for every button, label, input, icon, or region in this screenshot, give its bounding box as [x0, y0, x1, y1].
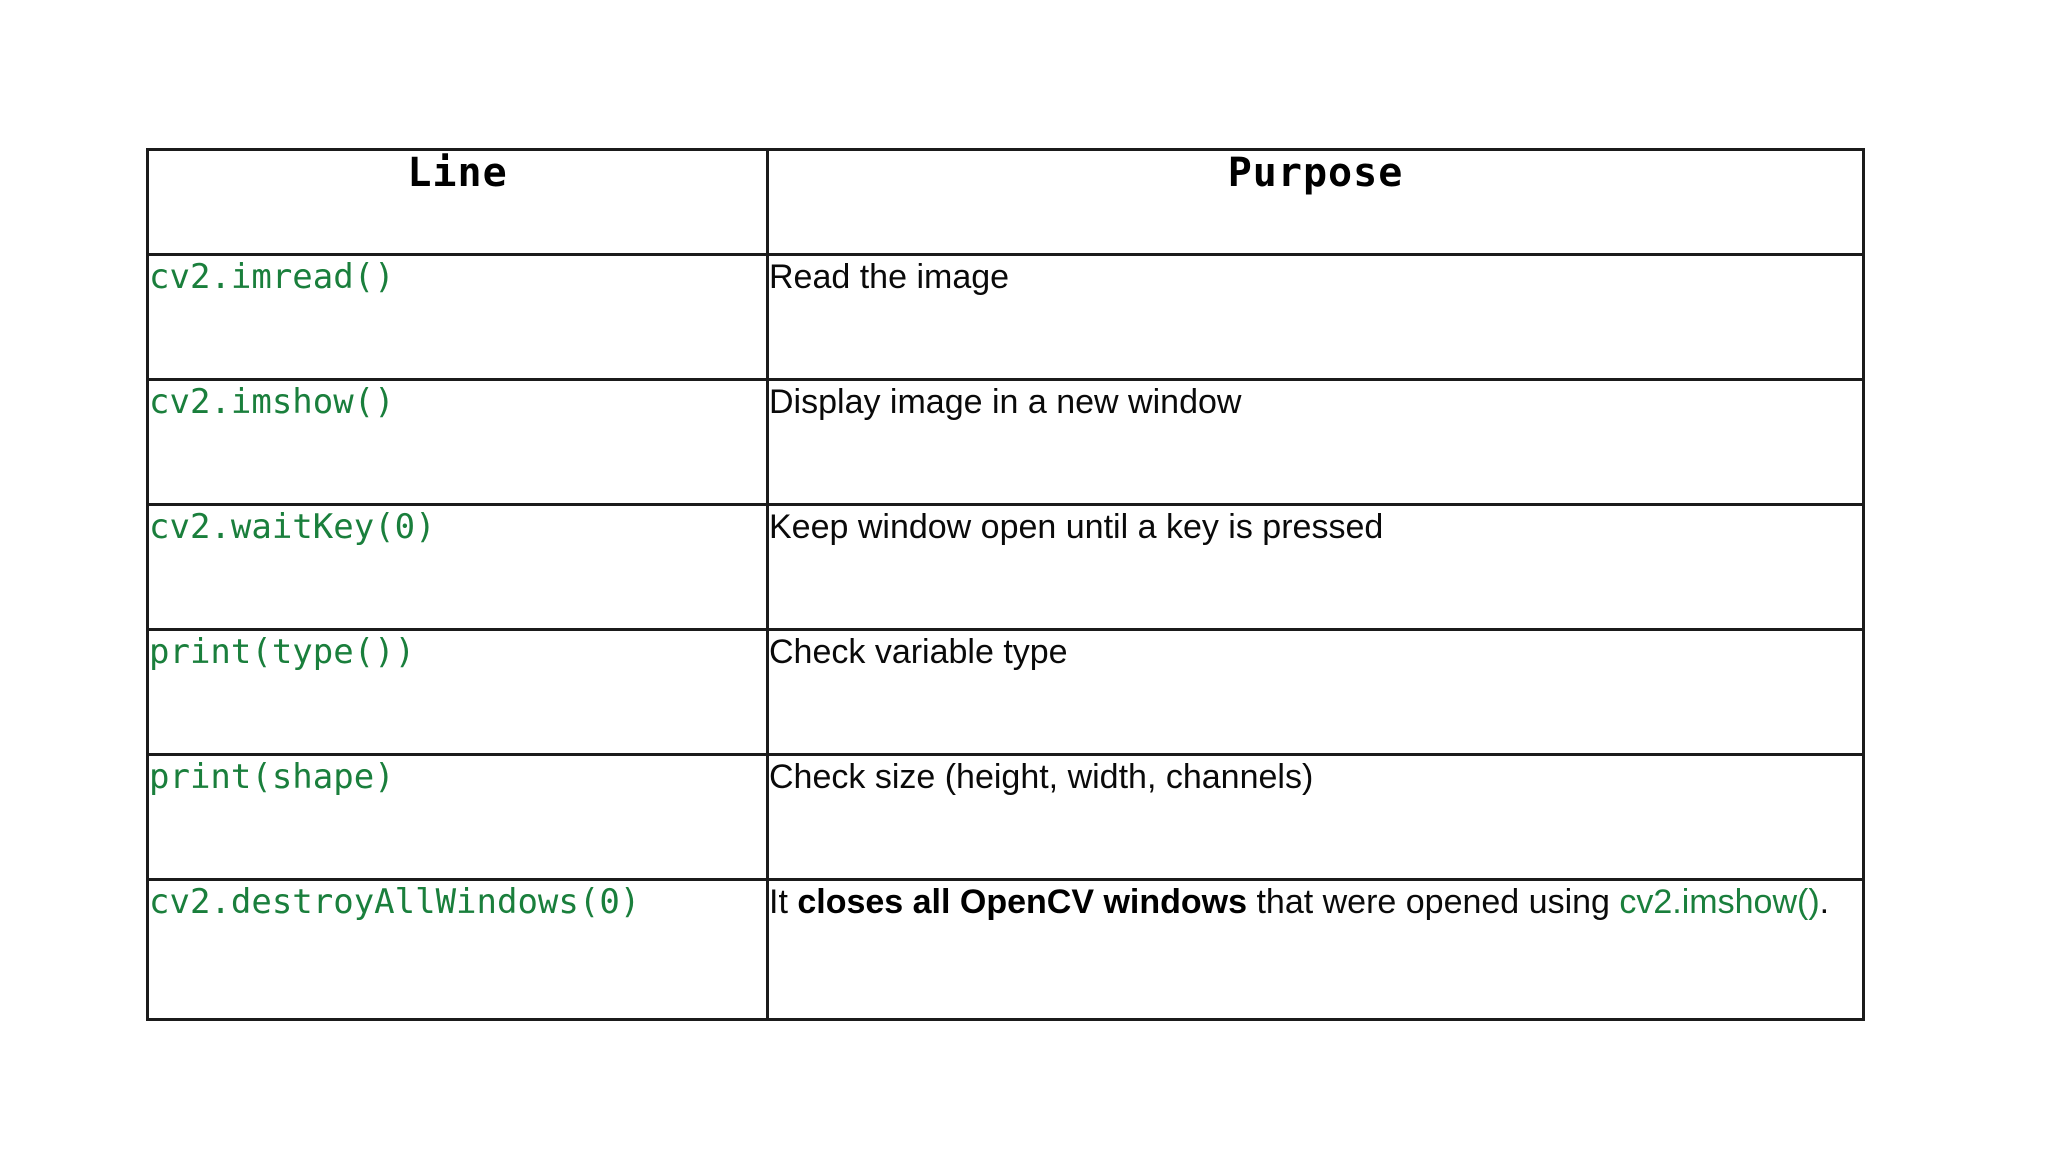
cell-purpose: Check variable type: [766, 628, 1865, 756]
table-body: cv2.imread() Read the image cv2.imshow()…: [146, 253, 1865, 1021]
code-snippet: print(type()): [149, 632, 416, 672]
table-row: print(type()) Check variable type: [146, 628, 1865, 756]
table-row: cv2.waitKey(0) Keep window open until a …: [146, 503, 1865, 631]
code-snippet: cv2.waitKey(0): [149, 507, 436, 547]
cell-line: print(shape): [146, 753, 769, 881]
cell-line: cv2.imshow(): [146, 378, 769, 506]
table-row: cv2.imread() Read the image: [146, 253, 1865, 381]
cell-purpose: It closes all OpenCV windows that were o…: [766, 878, 1865, 1021]
reference-table-container: Line Purpose cv2.imread() Read the image: [146, 148, 1865, 1021]
table-header-row: Line Purpose: [146, 148, 1865, 256]
cell-purpose: Display image in a new window: [766, 378, 1865, 506]
cell-purpose: Read the image: [766, 253, 1865, 381]
cell-line: cv2.waitKey(0): [146, 503, 769, 631]
purpose-mid-text: that were opened using: [1247, 883, 1620, 921]
opencv-reference-table: Line Purpose cv2.imread() Read the image: [146, 148, 1865, 1021]
purpose-description: Check variable type: [769, 633, 1068, 671]
cell-purpose: Check size (height, width, channels): [766, 753, 1865, 881]
cell-line: print(type()): [146, 628, 769, 756]
column-header-purpose: Purpose: [766, 148, 1865, 256]
purpose-tail-text: .: [1819, 883, 1830, 921]
column-header-line: Line: [146, 148, 769, 256]
purpose-description: Read the image: [769, 258, 1010, 296]
code-snippet: cv2.destroyAllWindows(0): [149, 882, 641, 922]
purpose-description-rich: It closes all OpenCV windows that were o…: [769, 883, 1829, 921]
cell-line: cv2.imread(): [146, 253, 769, 381]
purpose-bold-text: closes all OpenCV windows: [797, 883, 1248, 921]
table-header: Line Purpose: [146, 148, 1865, 256]
column-header-line-label: Line: [407, 150, 508, 196]
code-snippet: print(shape): [149, 757, 395, 797]
cell-purpose: Keep window open until a key is pressed: [766, 503, 1865, 631]
code-snippet: cv2.imread(): [149, 257, 395, 297]
purpose-description: Check size (height, width, channels): [769, 758, 1314, 796]
table-row: cv2.destroyAllWindows(0) It closes all O…: [146, 878, 1865, 1021]
cell-line: cv2.destroyAllWindows(0): [146, 878, 769, 1021]
purpose-inline-code: cv2.imshow(): [1619, 883, 1820, 921]
purpose-description: Display image in a new window: [769, 383, 1242, 421]
code-snippet: cv2.imshow(): [149, 382, 395, 422]
purpose-lead-text: It: [769, 883, 798, 921]
table-row: print(shape) Check size (height, width, …: [146, 753, 1865, 881]
purpose-description: Keep window open until a key is pressed: [769, 508, 1384, 546]
table-row: cv2.imshow() Display image in a new wind…: [146, 378, 1865, 506]
column-header-purpose-label: Purpose: [1227, 150, 1404, 196]
